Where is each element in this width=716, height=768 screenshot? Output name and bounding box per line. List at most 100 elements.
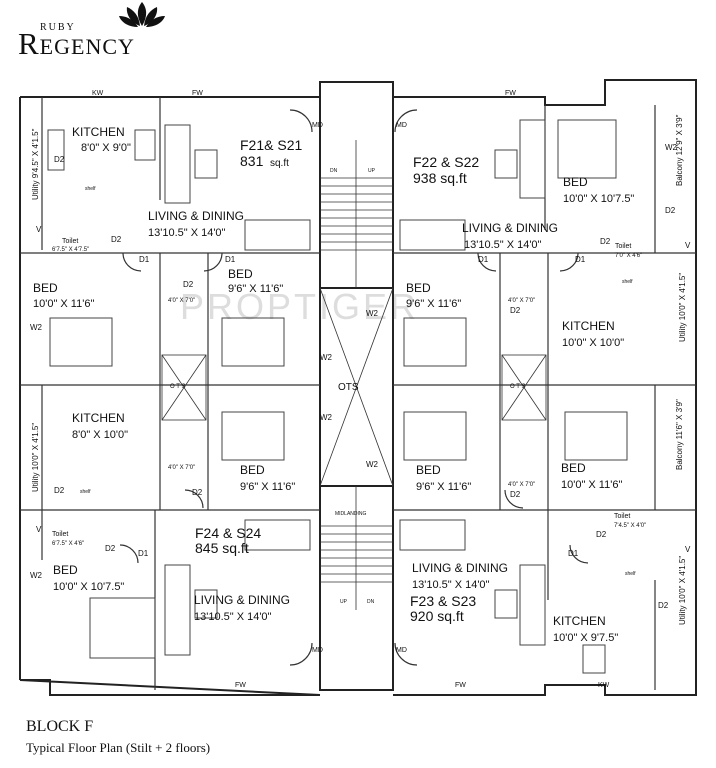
plan-label-v-38: V (685, 545, 691, 554)
unit-area-f24: 845 sq.ft (195, 540, 249, 556)
room-size-kitchen_br: 10'0" X 9'7.5" (553, 632, 618, 644)
plan-label-w2-30: W2 (366, 309, 379, 318)
toilet-size-br: 7'4.5" X 4'0" (614, 523, 646, 529)
room-size-bed_r4: 10'0" X 11'6" (561, 479, 622, 491)
room-label-living_br: LIVING & DINING (412, 561, 508, 575)
room-size-kitchen_r1: 10'0" X 10'0" (562, 337, 624, 349)
room-size-kitchen_tl: 8'0" X 9'0" (81, 142, 131, 154)
room-label-bed_l2: BED (228, 267, 253, 281)
lotus-logo-icon (118, 2, 166, 33)
room-size-bed_l1: 10'0" X 11'6" (33, 298, 94, 310)
toilet-size-m1: 4'0" X 7'0" (168, 298, 195, 304)
watermark: PROPTIGER (180, 286, 420, 327)
ots-core (319, 287, 394, 487)
toilet-size-m3: 4'0" X 7'0" (168, 465, 195, 471)
toilet-size-m4: 4'0" X 7'0" (508, 482, 535, 488)
plan-label-w2-34: W2 (665, 143, 678, 152)
plan-label-d2-26: D2 (596, 530, 607, 539)
plan-label-toilet-43: Toilet (615, 243, 631, 250)
unit-name-f22: F22 & S22 (413, 154, 479, 170)
plan-label-ots-39: OTS (338, 382, 359, 393)
room-label-bed_r3: BED (416, 463, 441, 477)
plan-label-d2-25: D2 (105, 544, 116, 553)
plan-label-shelf-46: shelf (85, 186, 96, 192)
outer-wall (19, 79, 697, 696)
plan-label-shelf-49: shelf (625, 571, 636, 577)
unit-area-f22: 938 sq.ft (413, 170, 467, 186)
plan-label-utility_l2: Utility 10'0" X 4'1.5" (31, 423, 40, 492)
plan-label-ots_small-40: O T S (170, 384, 185, 390)
room-label-living_bl: LIVING & DINING (194, 593, 290, 607)
plan-label-fw-1: FW (192, 90, 203, 97)
toilet-size-tl: 6'7.5" X 4'7.5" (52, 247, 89, 253)
plan-label-w2-31: W2 (320, 413, 333, 422)
room-size-bed_r3: 9'6" X 11'6" (416, 481, 471, 493)
plan-label-d1-14: D1 (138, 549, 149, 558)
plan-label-kw-0: KW (92, 90, 104, 97)
plan-label-w2-28: W2 (30, 323, 43, 332)
unit-area-f23: 920 sq.ft (410, 608, 464, 624)
toilet-size-tr: 7'0" X 4'6" (615, 253, 642, 259)
unit-name-f21: F21& S21 (240, 137, 302, 153)
plan-label-md-9: MD (396, 647, 407, 654)
plan-label-d1-15: D1 (568, 549, 579, 558)
room-size-bed_tr_top: 10'0" X 10'7.5" (563, 193, 634, 205)
room-label-kitchen_l2: KITCHEN (72, 411, 125, 425)
plan-label-d1-13: D1 (575, 255, 586, 264)
plan-label-md-8: MD (312, 647, 323, 654)
plan-label-d2-18: D2 (665, 206, 676, 215)
plan-label-d2-19: D2 (600, 237, 611, 246)
plan-label-midlanding-54: MIDLANDING (335, 511, 367, 517)
plan-label-d2-22: D2 (192, 488, 203, 497)
plan-label-utility_br: Utility 10'0" X 4'1.5" (678, 556, 687, 625)
toilet-size-bl: 6'7.5" X 4'6" (52, 541, 84, 547)
room-label-bed_l1: BED (33, 281, 58, 295)
plan-label-up-51: UP (368, 168, 376, 174)
block-title: BLOCK F (26, 718, 94, 735)
plan-label-utility_tl: Utility 9'4.5" X 4'1.5" (31, 128, 40, 200)
room-size-living_tr: 13'10.5" X 14'0" (464, 239, 542, 251)
plan-label-toilet-45: Toilet (614, 513, 630, 520)
plan-label-d1-11: D1 (225, 255, 236, 264)
plan-label-ots_small-41: O T S (510, 384, 525, 390)
plan-label-d2-23: D2 (510, 490, 521, 499)
block-subtitle: Typical Floor Plan (Stilt + 2 floors) (26, 740, 211, 755)
plan-label-fw-4: FW (235, 682, 246, 689)
room-size-living_br: 13'10.5" X 14'0" (412, 579, 490, 591)
plan-label-toilet-42: Toilet (62, 238, 78, 245)
plan-label-dn-53: DN (367, 599, 375, 605)
plan-label-md-6: MD (312, 122, 323, 129)
plan-label-d1-12: D1 (478, 255, 489, 264)
room-size-bed_bl: 10'0" X 10'7.5" (53, 581, 124, 593)
brand-name: Regency (18, 26, 135, 61)
plan-label-shelf-47: shelf (622, 279, 633, 285)
plan-label-kw-3: KW (598, 682, 610, 689)
room-label-kitchen_tl: KITCHEN (72, 125, 125, 139)
unit-area-f21: 831 (240, 153, 264, 169)
room-label-kitchen_br: KITCHEN (553, 614, 606, 628)
room-label-living_tl: LIVING & DINING (148, 209, 244, 223)
room-size-living_tl: 13'10.5" X 14'0" (148, 227, 226, 239)
plan-label-d2-17: D2 (111, 235, 122, 244)
unit-name-f24: F24 & S24 (195, 525, 261, 541)
plan-label-utility_r1: Utility 10'0" X 4'1.5" (678, 273, 687, 342)
room-size-bed_r1: 9'6" X 11'6" (406, 298, 461, 310)
room-size-bed_l3: 9'6" X 11'6" (240, 481, 295, 493)
room-size-kitchen_l2: 8'0" X 10'0" (72, 429, 128, 441)
unit-area-unit-f21: sq.ft (270, 158, 289, 169)
room-size-living_bl: 13'10.5" X 14'0" (194, 611, 272, 623)
plan-label-balcony_r2: Balcony 11'6" X 3'9" (675, 399, 684, 470)
room-label-living_tr: LIVING & DINING (462, 221, 558, 235)
plan-label-v-37: V (36, 525, 42, 534)
plan-label-d2-21: D2 (510, 306, 521, 315)
room-label-bed_r4: BED (561, 461, 586, 475)
plan-label-w2-33: W2 (30, 571, 43, 580)
plan-label-up-52: UP (340, 599, 348, 605)
plan-label-shelf-48: shelf (80, 489, 91, 495)
plan-label-fw-5: FW (455, 682, 466, 689)
plan-label-w2-32: W2 (366, 460, 379, 469)
plan-label-dn-50: DN (330, 168, 338, 174)
room-label-bed_r1: BED (406, 281, 431, 295)
room-size-bed_l2: 9'6" X 11'6" (228, 283, 283, 295)
